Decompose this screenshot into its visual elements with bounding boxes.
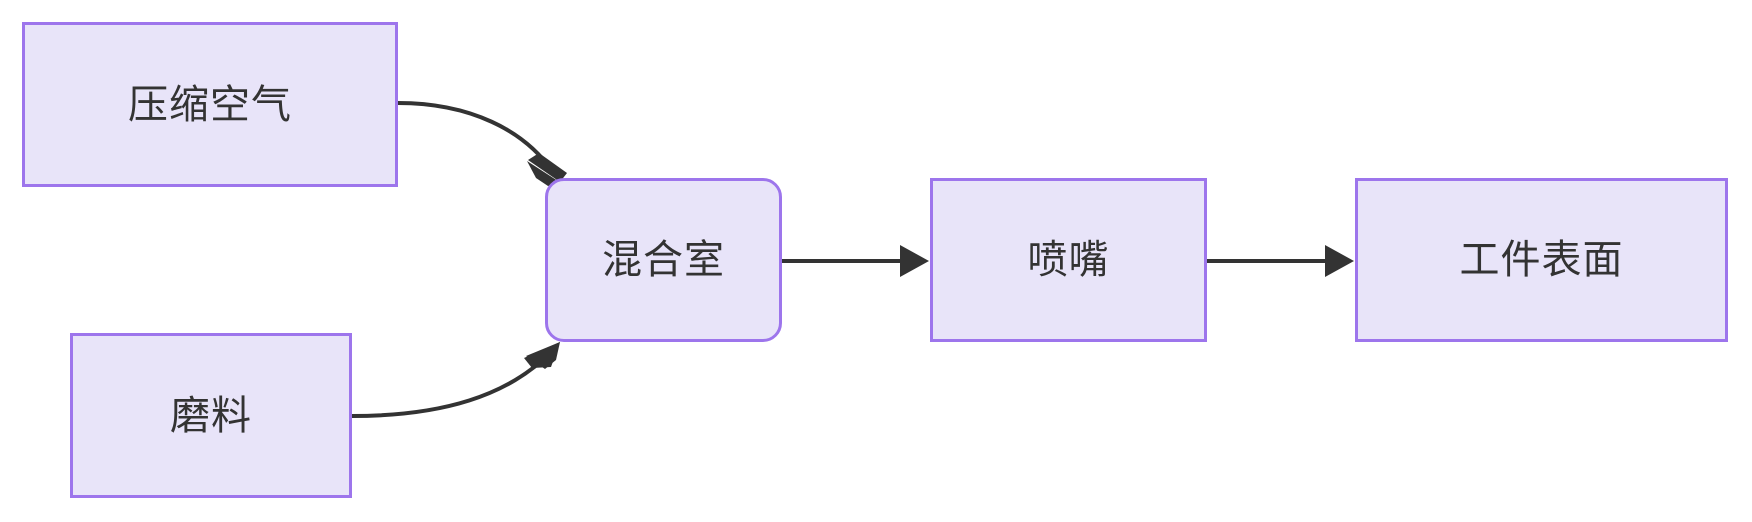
node-abrasive[interactable]: 磨料 [70, 333, 352, 498]
node-abrasive-label: 磨料 [170, 393, 252, 438]
node-workpiece-surface[interactable]: 工件表面 [1355, 178, 1728, 342]
node-mixing-chamber[interactable]: 混合室 [545, 178, 782, 342]
arrowhead-icon [1325, 245, 1354, 277]
edge-abrasive-to-chamber [351, 342, 560, 418]
node-nozzle-label: 喷嘴 [1027, 238, 1110, 282]
arrowhead-icon [900, 245, 929, 277]
edge-chamber-to-nozzle [782, 245, 929, 277]
node-workpiece-surface-label: 工件表面 [1459, 238, 1624, 282]
edge-air-to-chamber [397, 101, 567, 186]
node-mixing-chamber-label: 混合室 [602, 238, 725, 282]
arrowhead-icon [524, 342, 560, 368]
node-compressed-air[interactable]: 压缩空气 [22, 22, 398, 187]
edge-nozzle-to-surface [1207, 245, 1354, 277]
node-nozzle[interactable]: 喷嘴 [930, 178, 1207, 342]
node-compressed-air-label: 压缩空气 [128, 82, 292, 127]
